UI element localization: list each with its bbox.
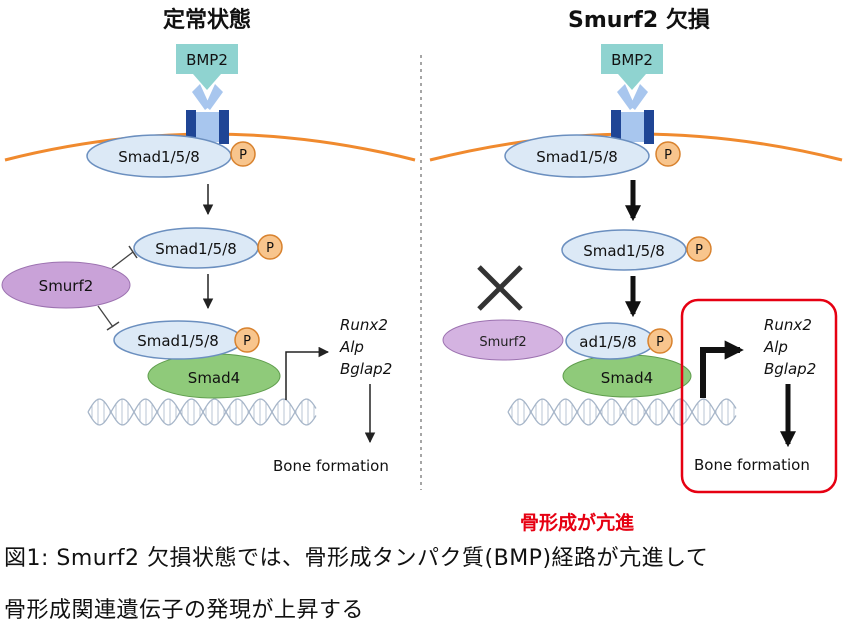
gene-runx2-right: Runx2 [764, 316, 812, 334]
gene-bglap2-left: Bglap2 [340, 360, 392, 378]
svg-text:Smad1/5/8: Smad1/5/8 [583, 242, 665, 260]
smad158-membrane-right: Smad1/5/8 [504, 134, 650, 178]
smad158-membrane-left: Smad1/5/8 [86, 134, 232, 178]
svg-text:P: P [266, 241, 274, 256]
gene-alp-left: Alp [339, 338, 364, 356]
smad4-left: Smad4 [147, 353, 281, 399]
svg-text:Smurf2: Smurf2 [39, 277, 94, 295]
svg-text:P: P [656, 335, 664, 350]
highlight-box [680, 298, 838, 494]
bmp2-ligand-left: BMP2 [176, 44, 238, 90]
gene-bglap2-right: Bglap2 [764, 360, 816, 378]
svg-text:P: P [695, 243, 703, 258]
svg-text:ad1/5/8: ad1/5/8 [579, 333, 636, 351]
phosphate-right-2: P [686, 236, 712, 262]
dna-helix-left [87, 398, 317, 426]
gene-runx2-left: Runx2 [340, 316, 388, 334]
caption-line-2: 骨形成関連遺伝子の発現が上昇する [4, 598, 365, 623]
svg-text:P: P [664, 148, 672, 163]
svg-text:P: P [239, 148, 247, 163]
smurf2-inhibition-left [97, 245, 138, 331]
transcription-arrow-left [285, 346, 330, 400]
phosphate-left-2: P [257, 234, 283, 260]
svg-text:Smad1/5/8: Smad1/5/8 [137, 332, 219, 350]
target-genes-left: Runx2 Alp Bglap2 [339, 316, 392, 378]
bone-formation-enhanced-note: 骨形成が亢進 [520, 512, 635, 534]
right-panel-title: Smurf2 欠損 [568, 8, 710, 33]
svg-text:Smad1/5/8: Smad1/5/8 [155, 240, 237, 258]
bmp2-ligand-right: BMP2 [601, 44, 663, 90]
dna-helix-right [507, 398, 737, 426]
gene-alp-right: Alp [763, 338, 788, 356]
caption-line-1: 図1: Smurf2 欠損状態では、骨形成タンパク質(BMP)経路が亢進して [4, 546, 709, 571]
target-genes-right: Runx2 Alp Bglap2 [763, 316, 816, 378]
svg-text:P: P [243, 334, 251, 349]
smad158-cytoplasm-right: Smad1/5/8 [561, 229, 687, 271]
phosphate-left-1: P [230, 141, 256, 167]
smurf2-right: Smurf2 [442, 319, 564, 361]
svg-text:Smad1/5/8: Smad1/5/8 [536, 148, 618, 166]
svg-text:Smurf2: Smurf2 [479, 335, 526, 350]
bone-formation-left: Bone formation [273, 457, 389, 475]
left-panel-title: 定常状態 [163, 8, 252, 33]
smad158-cytoplasm-left: Smad1/5/8 [133, 227, 259, 269]
smad158-nuclear-left: Smad1/5/8 [113, 320, 243, 360]
bmp2-label-left: BMP2 [186, 51, 228, 69]
smad4-right: Smad4 [562, 354, 692, 398]
svg-text:Smad4: Smad4 [601, 369, 653, 387]
bmp-receptor-right [611, 84, 654, 144]
phosphate-right-1: P [655, 141, 681, 167]
phosphate-left-3: P [234, 327, 260, 353]
bmp-receptor-left [186, 84, 229, 144]
svg-text:Smad1/5/8: Smad1/5/8 [118, 148, 200, 166]
transcription-arrow-right [700, 340, 744, 398]
svg-text:Smad4: Smad4 [188, 369, 240, 387]
phosphate-right-3: P [647, 328, 673, 354]
bone-formation-right: Bone formation [694, 456, 810, 474]
bmp2-label-right: BMP2 [611, 51, 653, 69]
smurf2-left: Smurf2 [1, 261, 131, 309]
deletion-x-icon [477, 265, 523, 311]
smad158-nuclear-right: ad1/5/8 [565, 322, 655, 360]
